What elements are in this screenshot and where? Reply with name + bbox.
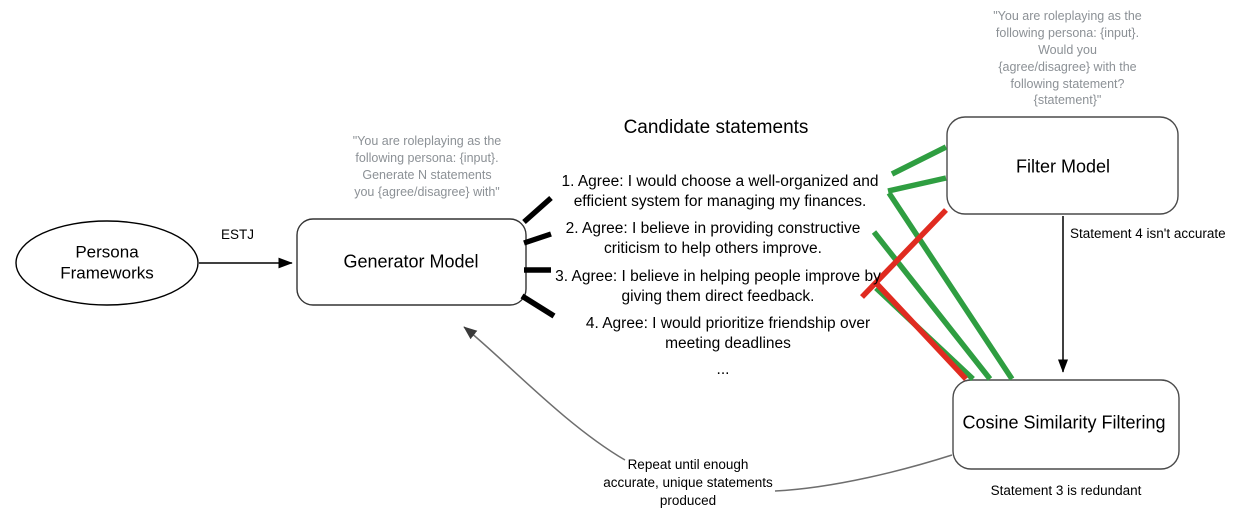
edge-label-statement-4-inaccurate: Statement 4 isn't accurate: [1070, 226, 1226, 241]
candidate-statement-1: 1. Agree: I would choose a well-organize…: [561, 173, 879, 211]
filter-model-label: Filter Model: [1015, 156, 1111, 177]
edge-label-estj: ESTJ: [221, 227, 255, 242]
generator-prompt-text: "You are roleplaying as the following pe…: [352, 134, 502, 199]
persona-frameworks-label: Persona Frameworks: [60, 242, 154, 282]
generator-model-label: Generator Model: [343, 251, 479, 272]
edge-statement-2-accept: [887, 175, 947, 194]
filter-prompt-text: "You are roleplaying as the following pe…: [993, 9, 1142, 108]
edge-statement-3-to-cosine: [874, 285, 975, 382]
cosine-similarity-label: Cosine Similarity Filtering: [962, 412, 1166, 433]
edge-cosine-loop-back: [774, 454, 953, 492]
generator-fanout-tick-2: [523, 231, 552, 246]
candidate-statement-4: 4. Agree: I would prioritize friendship …: [585, 315, 871, 353]
edge-statement-1-accept: [890, 144, 948, 177]
candidate-statement-3: 3. Agree: I believe in helping people im…: [555, 268, 881, 306]
candidate-statement-2: 2. Agree: I believe in providing constru…: [565, 220, 861, 258]
generator-fanout-tick-1: [522, 195, 553, 225]
edge-statement-4-reject-lower: [874, 282, 969, 381]
caption-repeat-loop: Repeat until enough accurate, unique sta…: [603, 457, 773, 508]
caption-statement-3-redundant: Statement 3 is redundant: [990, 483, 1142, 498]
generator-fanout-tick-4: [520, 293, 556, 319]
edge-statement-2-to-cosine: [871, 230, 993, 381]
edge-statement-1-to-cosine: [886, 191, 1015, 381]
candidate-statement-ellipsis: ...: [716, 361, 730, 378]
candidate-statements-heading: Candidate statements: [623, 117, 809, 138]
